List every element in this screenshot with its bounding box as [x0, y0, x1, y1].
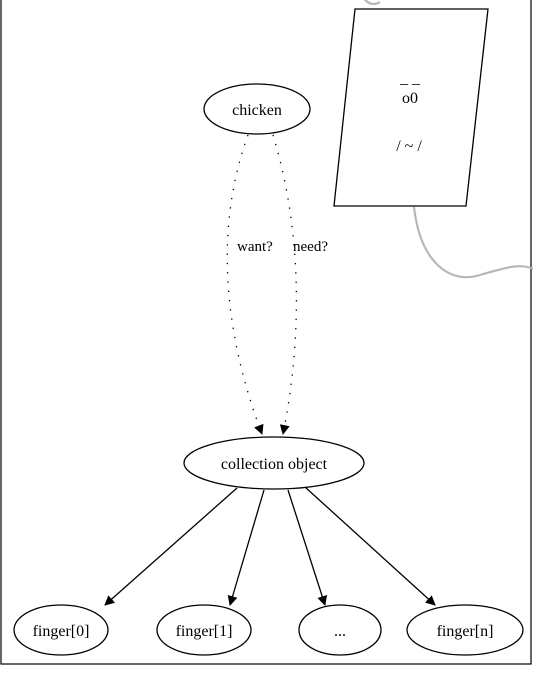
- node-chicken-label: chicken: [232, 102, 282, 119]
- edge-want: [226, 134, 264, 435]
- edge-to-fingern: [304, 486, 436, 606]
- node-finger-n[interactable]: [406, 604, 524, 656]
- edge-need-label: need?: [293, 239, 328, 255]
- face-mouth: / ~ /: [396, 138, 422, 155]
- edge-need: [272, 134, 298, 435]
- node-finger-n-label: finger[n]: [437, 623, 494, 640]
- node-finger-0[interactable]: [13, 604, 109, 656]
- node-chicken[interactable]: [203, 83, 311, 135]
- node-collection-object[interactable]: [183, 436, 365, 490]
- node-ellipsis-label: ...: [334, 623, 346, 640]
- node-ellipsis[interactable]: [298, 604, 382, 656]
- edge-want-label: want?: [237, 239, 273, 255]
- node-finger-1[interactable]: [156, 604, 252, 656]
- string-top: [363, 0, 381, 6]
- face-card: [333, 8, 489, 207]
- face-brows: _ _: [399, 70, 421, 87]
- edge-to-finger0: [104, 487, 238, 606]
- edge-to-finger1: [227, 489, 265, 606]
- node-finger-0-label: finger[0]: [33, 623, 90, 640]
- node-finger-1-label: finger[1]: [176, 623, 233, 640]
- node-collection-object-label: collection object: [221, 456, 328, 473]
- string-tail: [412, 206, 533, 279]
- edge-to-ellipsis: [287, 489, 328, 606]
- face-eyes: o0: [402, 90, 418, 107]
